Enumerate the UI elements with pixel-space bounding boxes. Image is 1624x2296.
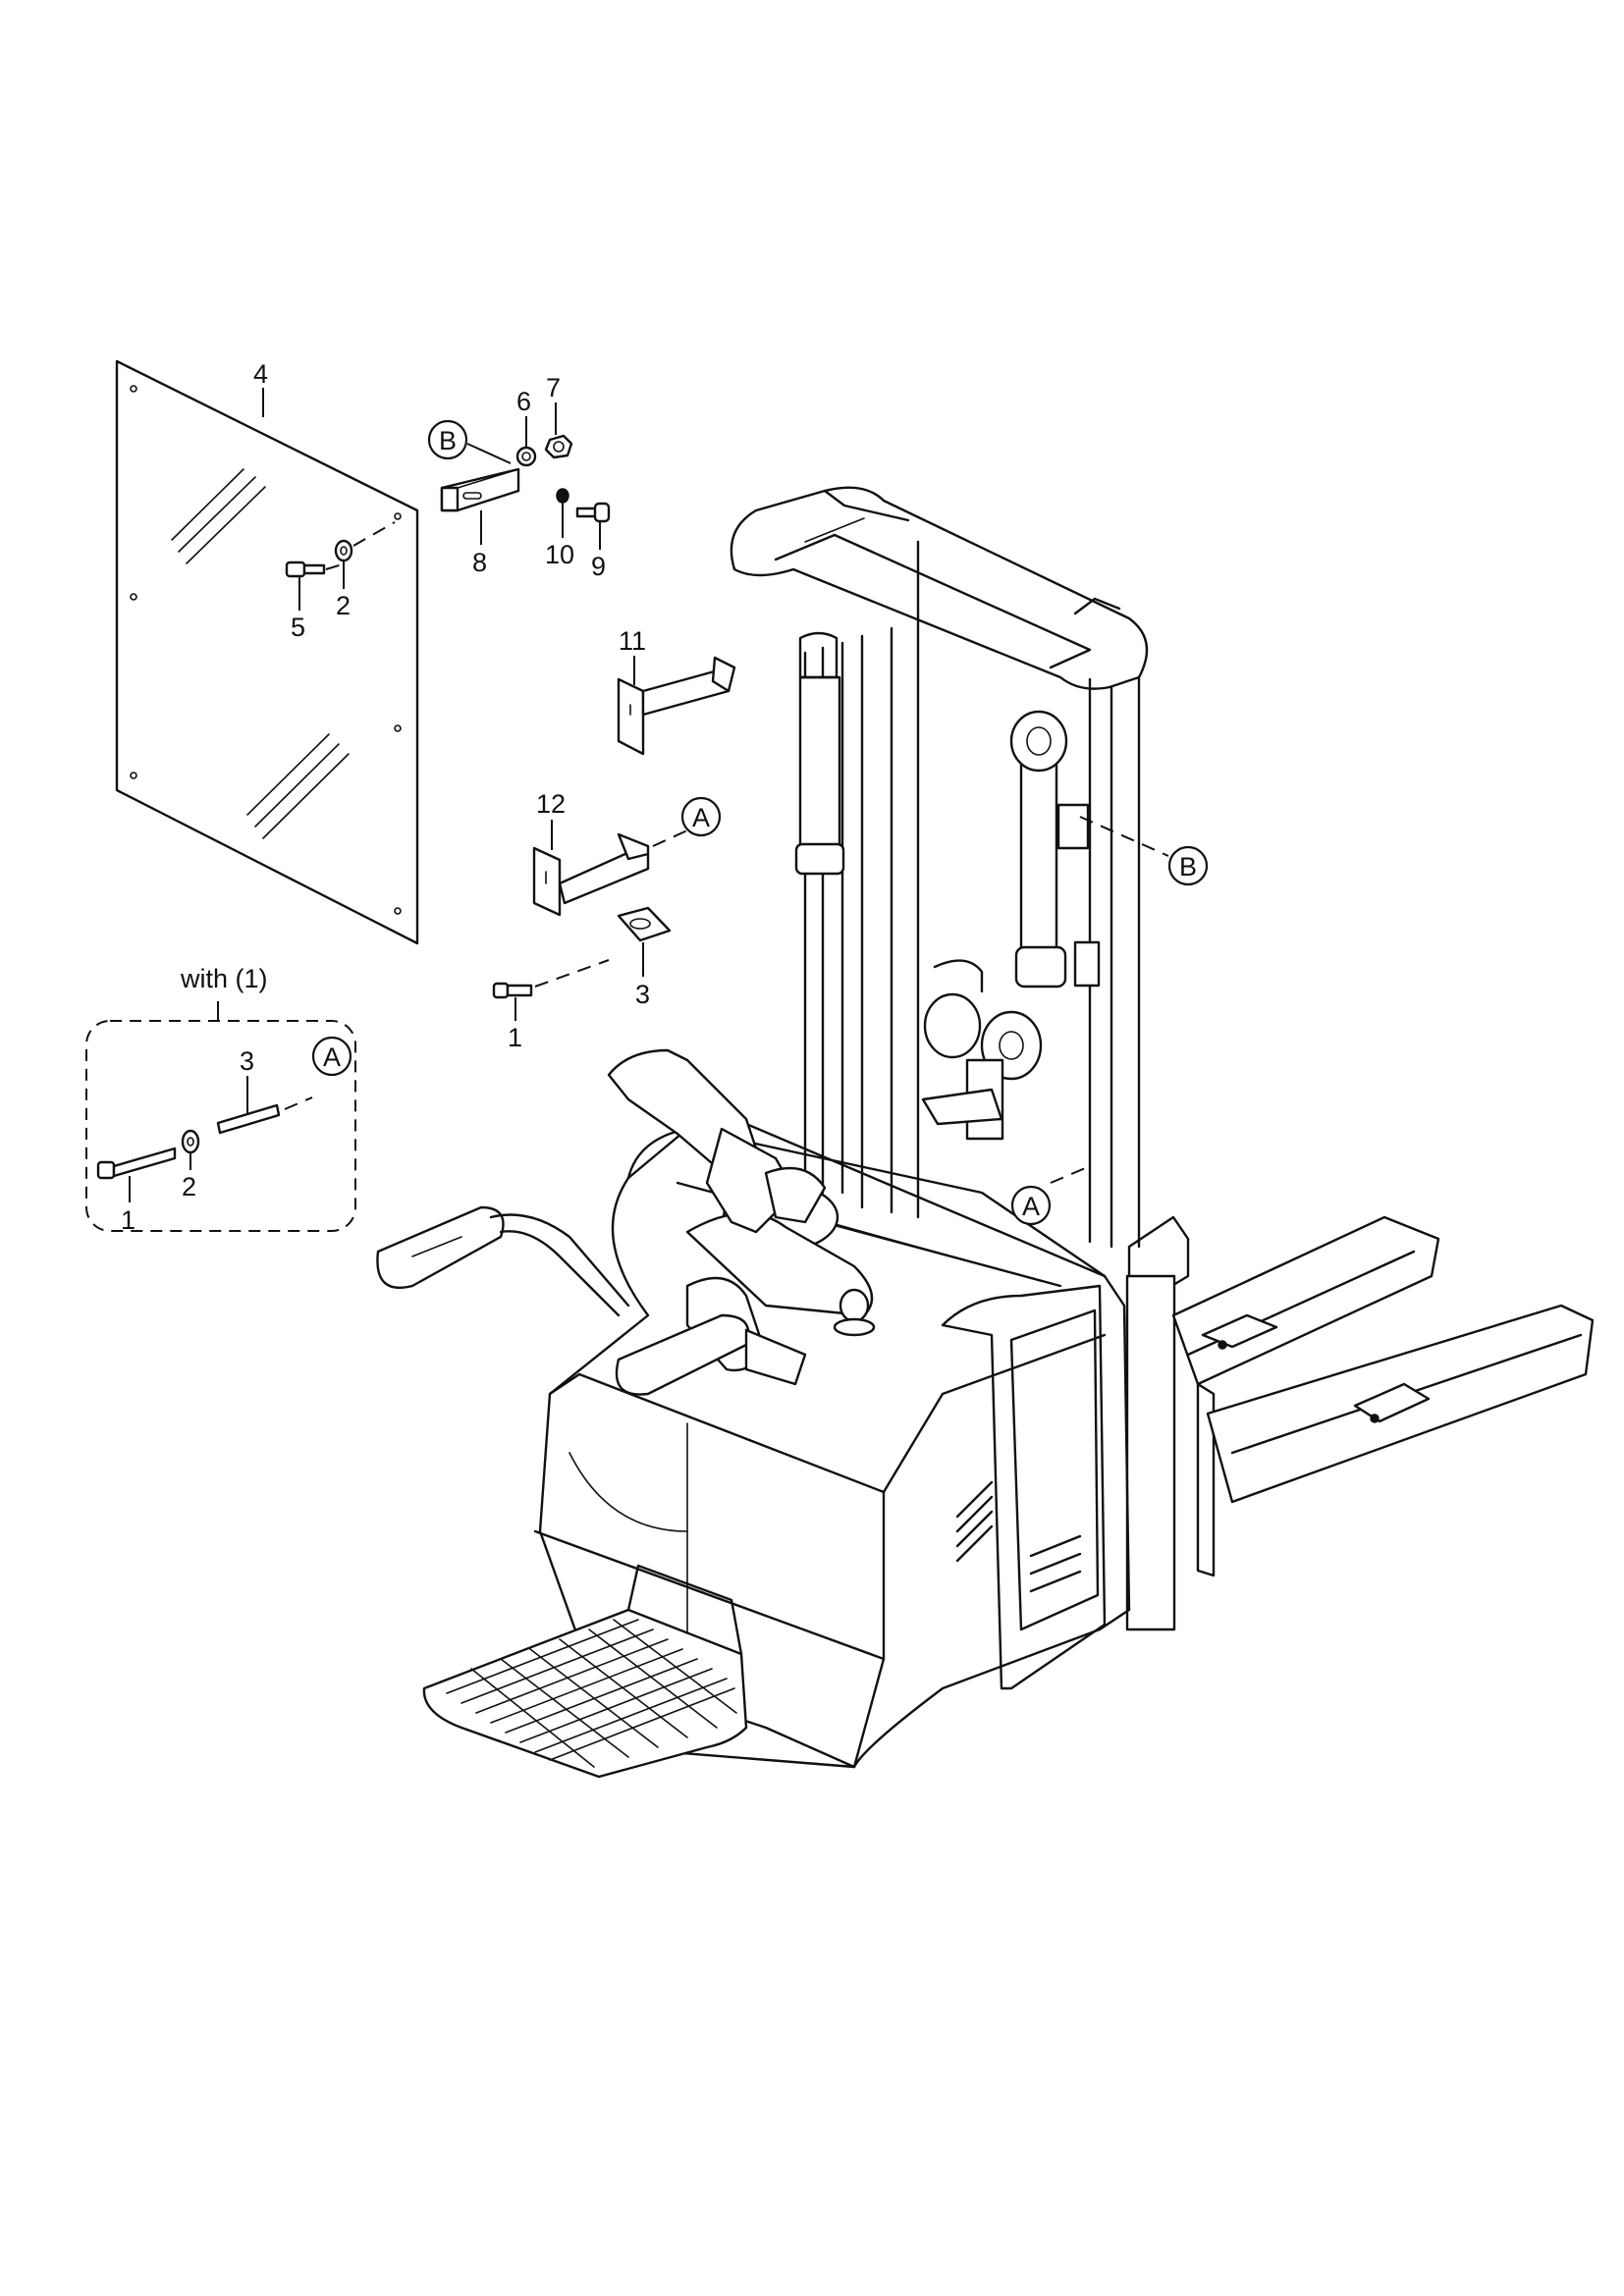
- detail-pin-3: [216, 1076, 313, 1135]
- detail-washer-2: [181, 1129, 200, 1170]
- ref-a-detail: A: [311, 1036, 352, 1077]
- glass-reflection-marks: [171, 468, 350, 839]
- reference-markers: B A B A A: [311, 419, 1209, 1226]
- label-10: 10: [545, 540, 574, 569]
- label-9: 9: [591, 552, 606, 581]
- label-5: 5: [291, 613, 305, 642]
- pallet-stacker: [376, 486, 1595, 1779]
- ref-a-mast: A: [1010, 1185, 1052, 1226]
- svg-text:A: A: [323, 1042, 341, 1072]
- part-labels: 4 5 2 6 7 8 10 9 11 12 3 1 with (1) 1 2 …: [121, 359, 650, 1235]
- detail-title: with (1): [180, 964, 268, 993]
- nut-6: [515, 416, 537, 467]
- bolt-1: [492, 959, 610, 1021]
- nut-7: [544, 402, 573, 459]
- bolt-9: [575, 502, 611, 550]
- label-2: 2: [336, 591, 351, 620]
- label-12: 12: [536, 789, 566, 819]
- label-6: 6: [516, 387, 531, 416]
- vent-slots: [955, 1480, 1082, 1593]
- bracket-11: [617, 656, 736, 756]
- label-detail-3: 3: [240, 1046, 254, 1076]
- svg-text:A: A: [1022, 1192, 1040, 1221]
- detail-bolt-1: [96, 1147, 177, 1202]
- label-7: 7: [546, 373, 561, 402]
- svg-text:B: B: [439, 426, 457, 455]
- ref-a-bracket: A: [680, 796, 722, 837]
- detail-box: [85, 1001, 356, 1232]
- svg-text:B: B: [1179, 852, 1197, 881]
- ref-b-top: B: [427, 419, 468, 460]
- ref-b-mast: B: [1167, 845, 1209, 886]
- bracket-8: [440, 443, 520, 545]
- bolt-5: [285, 561, 347, 611]
- bracket-12: [532, 820, 688, 917]
- label-3: 3: [635, 980, 650, 1009]
- label-detail-2: 2: [182, 1172, 196, 1201]
- panel-part-4: [115, 359, 419, 945]
- label-11: 11: [619, 626, 646, 656]
- step-grid: [446, 1619, 737, 1768]
- label-8: 8: [472, 548, 487, 577]
- washer-2-panel: [334, 521, 396, 589]
- label-1: 1: [508, 1023, 522, 1052]
- washer-10: [556, 488, 569, 538]
- pin-block-3: [617, 906, 672, 977]
- svg-text:A: A: [692, 803, 710, 832]
- label-4: 4: [253, 359, 268, 389]
- label-detail-1: 1: [121, 1205, 135, 1235]
